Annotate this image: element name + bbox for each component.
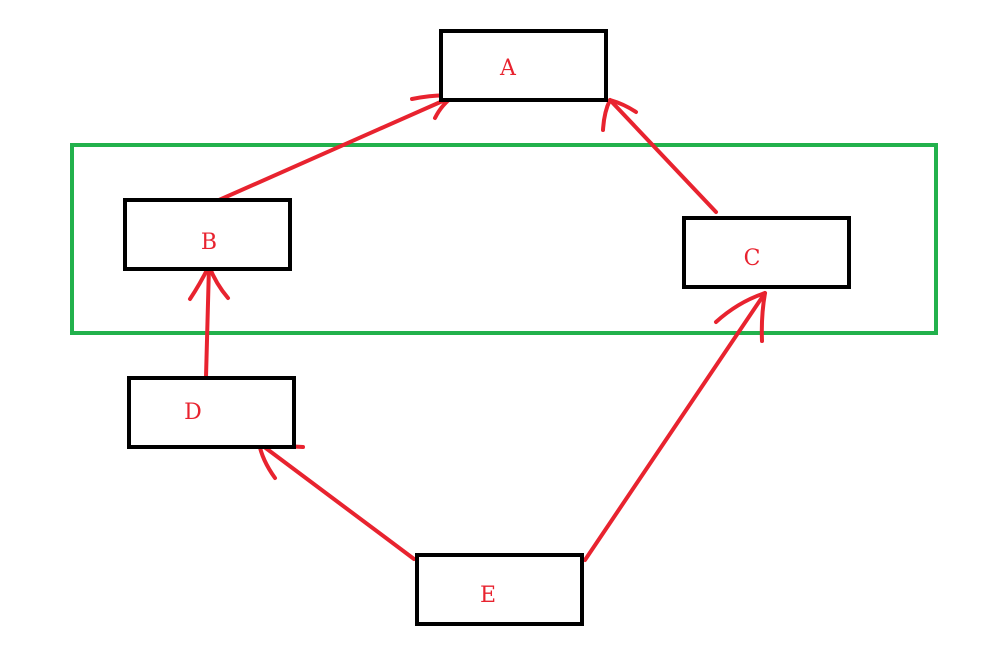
edge-e-to-c-line [583,291,767,562]
node-d-box [127,376,296,449]
edge-e-to-d [257,441,416,561]
edge-e-to-c [583,291,767,562]
node-d-label: D [184,400,202,425]
edge-c-to-a-arrowhead [601,98,638,132]
edge-c-to-a [601,98,718,214]
edge-e-to-d-line [257,441,416,561]
node-b-label: B [201,230,217,255]
node-c: C [682,216,851,289]
node-a-label: A [499,56,517,81]
node-b-box [123,198,292,271]
node-a: A [439,29,608,102]
edge-d-to-b [188,264,230,379]
edge-c-to-a-line [608,98,718,214]
node-d: D [127,376,296,449]
node-e: E [415,553,584,626]
node-c-box [682,216,851,289]
group-box-b-c [70,143,938,335]
node-e-label: E [480,583,496,608]
node-e-box [415,553,584,626]
node-a-box [439,29,608,102]
node-b: B [123,198,292,271]
edge-d-to-b-line [204,264,211,379]
node-c-label: C [744,246,761,271]
edge-e-to-c-arrowhead [714,291,767,343]
edge-b-to-a-line [217,94,456,202]
edge-b-to-a [217,93,456,202]
